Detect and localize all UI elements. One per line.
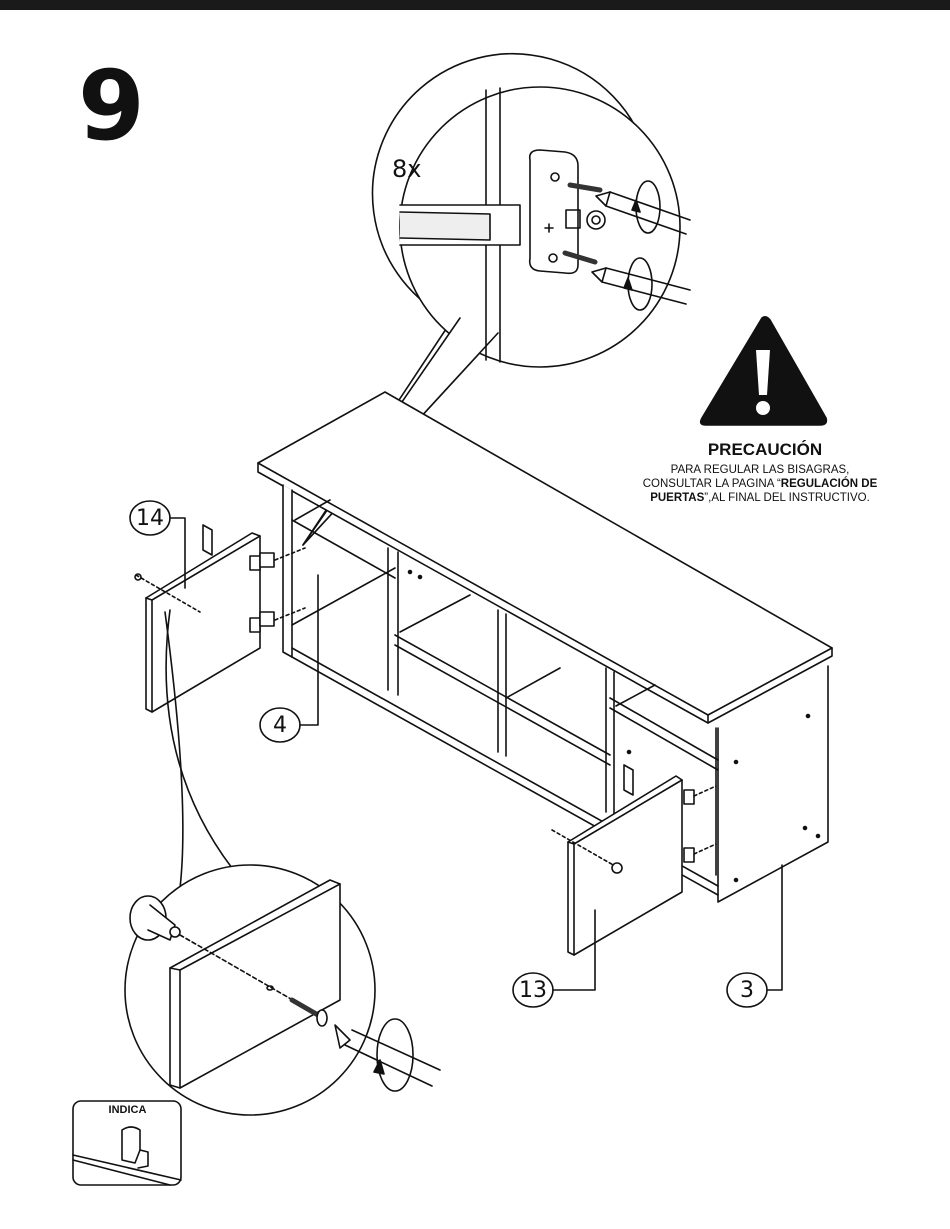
caution-line-2-prefix: CONSULTAR LA PAGINA “ [643, 478, 781, 490]
indica-label: INDICA [75, 1104, 180, 1116]
warning-triangle-icon [701, 317, 827, 425]
caution-line-3: PUERTAS”,AL FINAL DEL INSTRUCTIVO. [610, 491, 910, 505]
callout-part-4: 4 [260, 713, 300, 738]
caution-line-1: PARA REGULAR LAS BISAGRAS, [610, 463, 910, 477]
left-door-part-14 [135, 525, 305, 712]
callout-part-13: 13 [513, 978, 553, 1003]
caution-line-3-suffix: ”,AL FINAL DEL INSTRUCTIVO. [704, 492, 870, 504]
caution-line-2: CONSULTAR LA PAGINA “REGULACIÓN DE [610, 477, 910, 491]
right-door-part-13 [552, 765, 716, 955]
hinge-quantity-label: 8x [392, 155, 421, 183]
caution-line-3-bold: PUERTAS [650, 492, 704, 504]
caution-text: PARA REGULAR LAS BISAGRAS, CONSULTAR LA … [610, 463, 910, 505]
callout-part-14: 14 [130, 506, 170, 531]
callout-part-3: 3 [727, 978, 767, 1003]
caution-title: PRECAUCIÓN [690, 440, 840, 460]
caution-line-2-bold: REGULACIÓN DE [781, 478, 877, 490]
